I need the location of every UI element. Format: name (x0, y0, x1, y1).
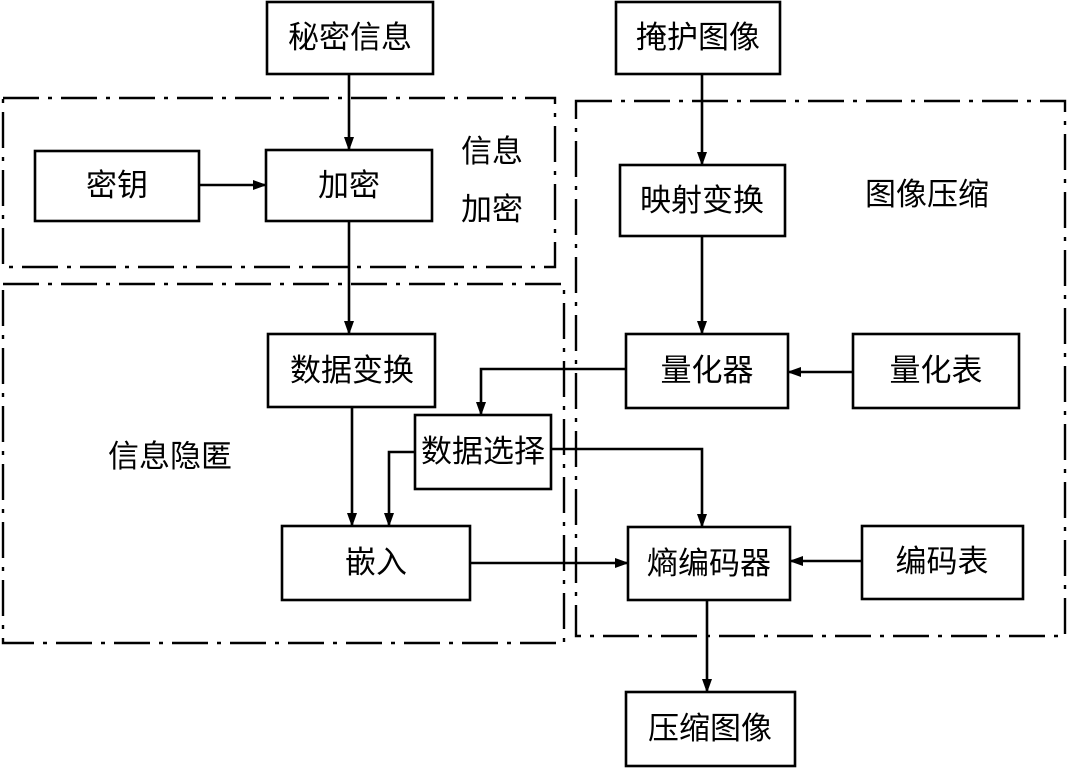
svg-text:编码表: 编码表 (896, 544, 989, 580)
svg-text:量化表: 量化表 (890, 353, 983, 389)
node-quantizer: 量化器 (624, 332, 790, 410)
region-label-info-encrypt-1: 信息 (461, 134, 523, 170)
node-quant-table: 量化表 (851, 332, 1021, 410)
svg-text:秘密信息: 秘密信息 (288, 20, 412, 56)
svg-text:嵌入: 嵌入 (345, 545, 407, 581)
region-info-hiding (1, 282, 566, 645)
node-secret-info: 秘密信息 (265, 0, 435, 76)
svg-text:映射变换: 映射变换 (640, 183, 764, 219)
svg-text:压缩图像: 压缩图像 (648, 711, 772, 747)
node-code-table: 编码表 (860, 524, 1025, 601)
svg-text:掩护图像: 掩护图像 (636, 20, 760, 56)
svg-text:加密: 加密 (318, 168, 380, 204)
node-cover-image: 掩护图像 (614, 0, 782, 76)
region-info-encrypt (1, 96, 557, 269)
svg-text:量化器: 量化器 (661, 353, 754, 389)
edge-quantizer-to-data-select (476, 367, 626, 416)
node-embed: 嵌入 (280, 524, 472, 602)
svg-text:数据选择: 数据选择 (421, 434, 545, 470)
region-image-compress (574, 99, 1067, 638)
svg-text:熵编码器: 熵编码器 (647, 546, 771, 582)
edge-data-select-to-embed (384, 450, 415, 527)
node-entropy-coder: 熵编码器 (626, 525, 792, 602)
region-label-image-compress: 图像压缩 (865, 177, 989, 213)
node-key: 密钥 (33, 149, 201, 223)
region-label-info-encrypt-2: 加密 (461, 192, 523, 228)
node-map-transform: 映射变换 (618, 163, 787, 238)
node-encrypt: 加密 (264, 148, 434, 223)
node-data-select: 数据选择 (413, 413, 553, 491)
svg-text:数据变换: 数据变换 (290, 353, 414, 389)
node-data-transform: 数据变换 (266, 332, 437, 409)
region-label-info-hiding: 信息隐匿 (108, 439, 232, 475)
svg-text:密钥: 密钥 (86, 168, 148, 204)
edge-data-select-to-entropy (551, 447, 707, 528)
node-compressed-image: 压缩图像 (624, 690, 797, 768)
